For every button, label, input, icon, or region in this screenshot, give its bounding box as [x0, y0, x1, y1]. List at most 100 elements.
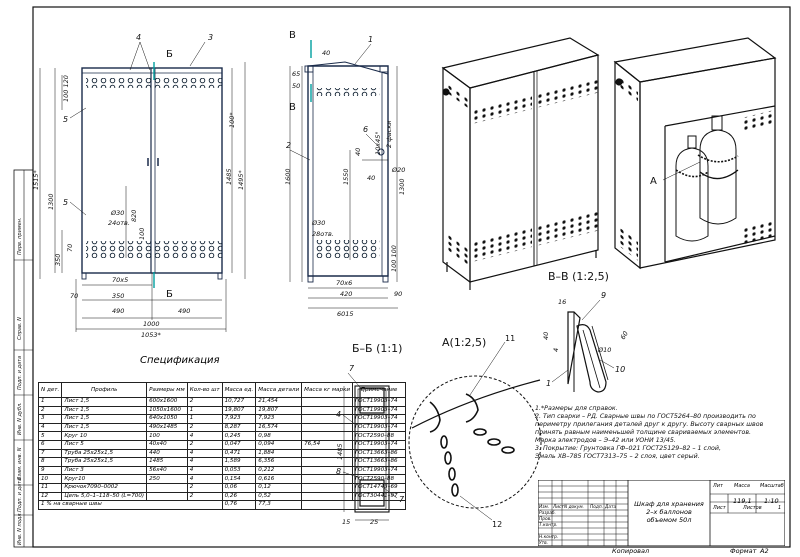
side-view-dims [289, 66, 398, 309]
table-cell: 250 [146, 474, 188, 484]
table-cell: Лист 1,5 [61, 422, 148, 433]
side-view [304, 61, 389, 283]
spec-col-mass-unit: Масса ед. [221, 382, 257, 398]
dim-d20: Ø20 [391, 166, 405, 174]
callout-3-front: 3 [208, 33, 213, 42]
table-cell: Лист 5 [61, 439, 148, 450]
section-v-bottom: В [289, 102, 296, 113]
stamp-izm: Изм. [539, 505, 550, 510]
table-cell: 1 [186, 405, 223, 416]
dim-4: 4 [552, 348, 560, 352]
table-cell: ГОСТ19903–74 [352, 397, 407, 407]
table-cell: 1 [37, 397, 63, 407]
table-cell [146, 482, 188, 493]
callout-2-side: 2 [286, 141, 291, 150]
table-cell: ГОСТ19903–74 [352, 422, 407, 433]
table-cell: Труба 25x25x1,5 [61, 457, 148, 467]
table-cell: 7 [37, 448, 63, 459]
callout-7-top: 7 [349, 364, 355, 373]
side-stamp-1: Перв. примен. [17, 217, 23, 255]
table-cell: 1 [186, 414, 223, 424]
dim-70x5: 70x5 [112, 276, 128, 284]
table-cell: 1,884 [255, 448, 303, 459]
front-view-labels: 1515* 1300 1485 1495* 100 120 100* 820 1… [32, 33, 245, 339]
side-view-leaders [289, 40, 381, 161]
table-cell: 2 [186, 397, 223, 407]
note-line: принять равным наименьшей толщине сварив… [535, 429, 752, 436]
stamp-scale: 1:10 [764, 497, 779, 505]
dim-15: 15 [342, 518, 350, 526]
dim-50: 50 [292, 82, 300, 90]
table-footer-cell [301, 500, 407, 510]
dim-100-120: 100 120 [62, 75, 70, 102]
section-vv-title: В–В (1:2,5) [548, 270, 609, 283]
dim-1495: 1495* [237, 169, 245, 190]
table-cell [301, 405, 354, 416]
table-cell: 19,807 [221, 405, 257, 416]
detail-a-mark: А [650, 176, 657, 187]
dim-16: 16 [558, 298, 566, 306]
side-stamp-3: Подп. и дата [17, 356, 23, 390]
table-cell: Крючок7090–0002 [61, 482, 148, 493]
stamp-sheets-label: Листов [743, 505, 762, 511]
note-line: Марка электродов – Э–42 или УОНИ 13/45. [535, 437, 676, 444]
format-label: Формат [730, 547, 757, 555]
table-cell: 21,454 [255, 397, 303, 407]
dim-350-v: 350 [54, 254, 62, 266]
section-b-bottom: Б [166, 289, 173, 300]
callout-5-lower: 5 [63, 198, 68, 207]
table-cell: 4 [186, 431, 223, 441]
table-cell: 2 [37, 405, 63, 416]
table-cell: 19,807 [255, 405, 303, 416]
dim-100-star: 100* [228, 112, 236, 128]
stamp-date: Дата [605, 505, 617, 510]
dim-40-side-v: 40 [354, 148, 362, 156]
table-cell: Лист 1,5 [61, 405, 148, 416]
table-footer-cell: 77,3 [255, 500, 303, 510]
table-cell [301, 397, 354, 407]
title-block: Шкаф для хранения 2–х баллонов объемом 5… [537, 479, 786, 547]
table-cell: 4 [186, 448, 223, 459]
stamp-ncontr: Н.контр. [539, 535, 559, 540]
table-cell [301, 448, 354, 459]
table-cell: Круг 10 [61, 431, 148, 441]
spec-col-qty: Кол-во шт [186, 382, 223, 398]
side-stamp-6: Подп. и дата [17, 478, 23, 512]
isometric-closed [441, 37, 600, 290]
stamp-list: Лист [553, 505, 564, 510]
stamp-sign: Подп. [590, 505, 604, 510]
front-view-dims [39, 62, 246, 332]
table-cell: ГОСТ30441–97 [352, 491, 407, 502]
table-cell [301, 414, 354, 424]
section-vv [567, 311, 609, 393]
table-cell: 0,245 [221, 431, 257, 441]
dim-100-100: 100 100 [390, 245, 398, 272]
table-cell: ГОСТ13663–86 [352, 457, 407, 467]
table-cell: 7,923 [255, 414, 303, 424]
stamp-scale-label: Масштаб [760, 483, 784, 489]
dim-40-side: 40 [322, 49, 330, 57]
note-line: 2. Тип сварки – РД. Сварные швы по ГОСТ5… [535, 413, 756, 420]
table-cell [301, 457, 354, 467]
table-cell: ГОСТ19903–74 [352, 414, 407, 424]
dim-d30-side: Ø30 [311, 219, 325, 227]
dim-40-vv: 40 [542, 332, 550, 340]
table-cell [146, 491, 188, 502]
table-cell: ГОСТ13663–86 [352, 448, 407, 459]
dim-40-h: 40 [367, 174, 375, 182]
table-cell: Труба 25x25x1,5 [61, 448, 148, 459]
dim-holes-count: 24отв. [108, 219, 130, 227]
dim-490-right: 490 [178, 307, 190, 315]
table-cell: 440 [146, 448, 188, 459]
side-stamp-5: Взам. инв. N [17, 447, 23, 480]
table-cell: ГОСТ19903–74 [352, 465, 407, 476]
table-cell: 0,98 [255, 431, 303, 441]
table-cell [301, 465, 354, 476]
